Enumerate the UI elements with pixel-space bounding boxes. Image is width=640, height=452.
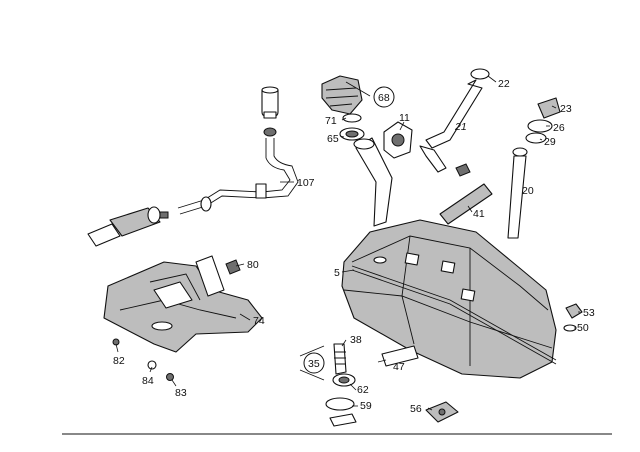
callout-80: 80 <box>247 259 259 271</box>
callout-74: 74 <box>253 315 265 327</box>
callout-circle-68 <box>373 86 395 108</box>
fuel-tank <box>341 137 557 379</box>
pump-sender-parts <box>321 75 413 159</box>
callout-56: 56 <box>410 403 422 415</box>
callout-82: 82 <box>113 355 125 367</box>
callout-11: 11 <box>399 112 410 124</box>
fuel-pump-parts <box>325 343 459 427</box>
callout-59: 59 <box>360 400 372 412</box>
callout-71: 71 <box>325 115 337 127</box>
callout-47: 47 <box>393 361 405 373</box>
callout-53: 53 <box>583 307 595 319</box>
callout-5: 5 <box>334 267 340 279</box>
callout-circle-35 <box>303 352 325 374</box>
callout-65: 65 <box>327 133 339 145</box>
callout-38: 38 <box>350 334 362 346</box>
tank-shield-plate <box>103 255 263 381</box>
callout-62: 62 <box>357 384 369 396</box>
callout-84: 84 <box>142 375 154 387</box>
callout-41: 41 <box>473 208 485 220</box>
callout-35: 35 <box>308 358 320 370</box>
leader-lines <box>115 75 580 411</box>
callout-26: 26 <box>553 122 565 134</box>
level-sender-and-filler <box>419 68 561 239</box>
callout-21: 21 <box>454 121 467 133</box>
callout-22: 22 <box>498 78 510 90</box>
fuel-line-assembly <box>87 86 299 247</box>
callout-83: 83 <box>175 387 187 399</box>
callout-50: 50 <box>577 322 589 334</box>
callout-68: 68 <box>378 92 390 104</box>
callout-20: 20 <box>522 185 534 197</box>
callout-29: 29 <box>544 136 556 148</box>
callout-107: 107 <box>297 177 315 189</box>
callout-23: 23 <box>560 103 572 115</box>
